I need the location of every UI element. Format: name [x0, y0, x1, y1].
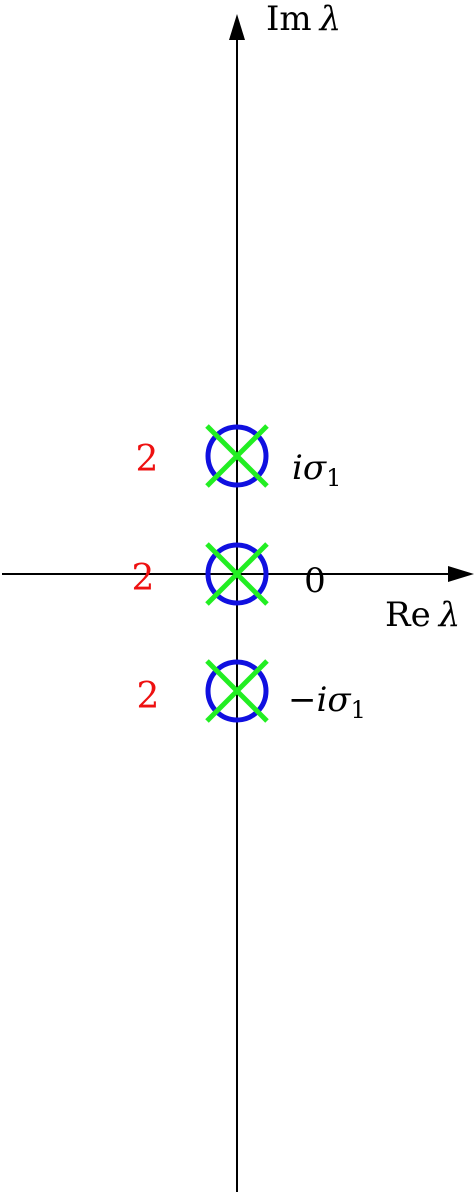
eigenvalue-point-origin	[205, 542, 269, 606]
multiplicity-label-upper: 2	[136, 439, 159, 480]
eigenvalue-circle	[205, 542, 269, 606]
multiplicity-label-lower: 2	[137, 676, 160, 717]
eigenvalue-point-lower	[205, 659, 269, 723]
eigenvalue-cross	[205, 542, 269, 606]
eigenvalue-point-upper	[205, 424, 269, 488]
point-label-upper: iσ1	[292, 448, 341, 492]
eigenvalue-circle	[205, 659, 269, 723]
point-label-lower: −iσ1	[288, 680, 366, 724]
imaginary-axis-arrowhead	[229, 14, 245, 40]
point-label-origin: 0	[304, 561, 326, 601]
eigenvalue-cross	[205, 424, 269, 488]
eigenvalue-circle	[205, 424, 269, 488]
multiplicity-label-origin: 2	[132, 558, 155, 599]
axes	[2, 14, 474, 1192]
real-axis-arrowhead	[448, 566, 474, 582]
eigenvalue-cross	[205, 659, 269, 723]
